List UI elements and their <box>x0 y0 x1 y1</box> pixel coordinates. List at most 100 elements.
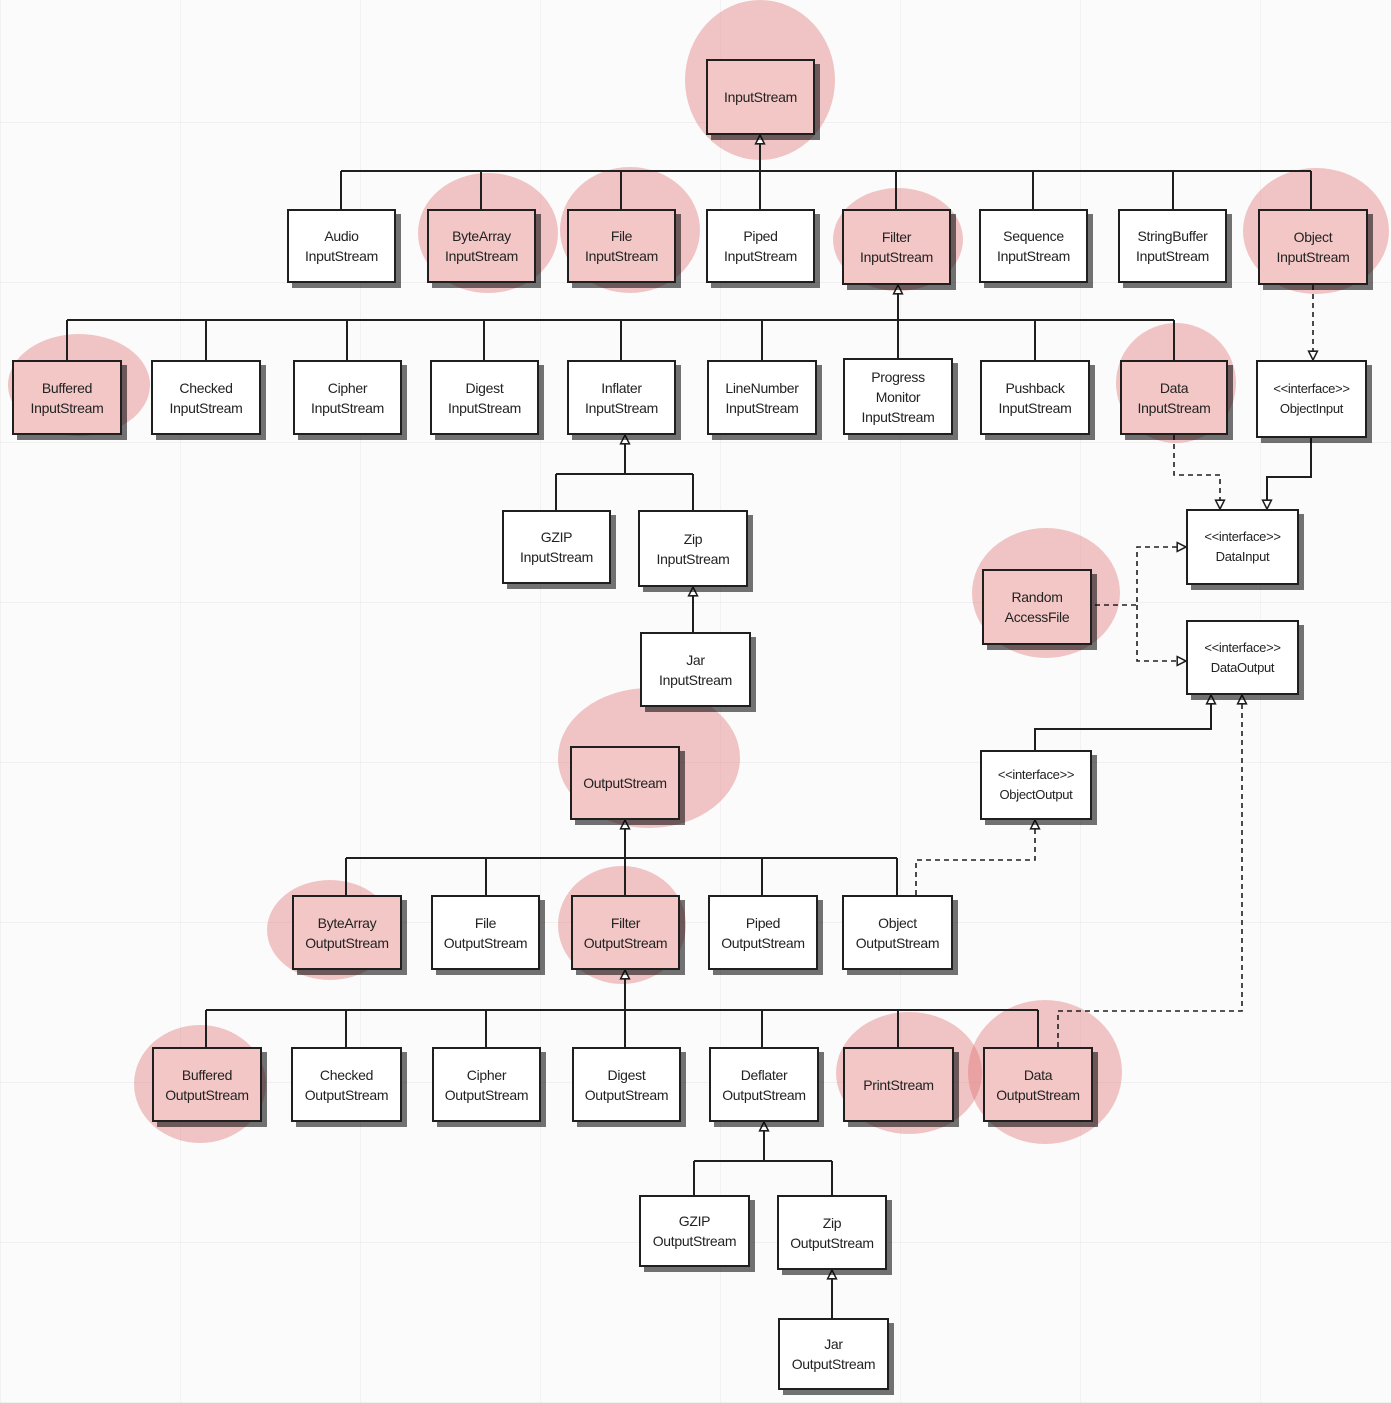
node-label-line: Data <box>1159 379 1189 396</box>
implements-line <box>1095 547 1186 606</box>
node-label-line: OutputStream <box>583 775 667 791</box>
node-data-input-interface[interactable]: <<interface>>DataInput <box>1186 509 1299 585</box>
node-label-line: Checked <box>319 1066 374 1083</box>
node-label-line: Filter <box>610 914 641 931</box>
node-label-line: OutputStream <box>583 934 668 951</box>
node-label-line: StringBuffer <box>1137 228 1208 244</box>
node-label-line: ObjectInput <box>1279 401 1344 416</box>
implements-line <box>915 820 1035 895</box>
node-label-line: Jar <box>824 1336 843 1352</box>
node-input-stream[interactable]: InputStream <box>706 59 815 135</box>
node-label-line: Pushback <box>1005 379 1065 396</box>
extends-line <box>1034 695 1211 750</box>
node-label-line: InputStream <box>311 399 384 416</box>
node-label-line: PrintStream <box>863 1076 934 1093</box>
node-output-stream[interactable]: OutputStream <box>570 746 680 820</box>
node-label-line: File <box>474 914 497 931</box>
implements-line <box>1136 605 1186 661</box>
node-label-line: Monitor <box>875 388 921 405</box>
node-label-line: OutputStream <box>443 934 528 951</box>
node-label-line: <<interface>> <box>1273 381 1350 396</box>
implements-line <box>1173 435 1220 509</box>
node-label-line: Audio <box>324 228 359 244</box>
node-label-line: OutputStream <box>652 1233 737 1249</box>
node-label-line: Zip <box>822 1214 842 1231</box>
extends-line <box>1267 438 1312 509</box>
node-label-line: Buffered <box>181 1066 233 1083</box>
node-label-line: <<interface>> <box>1204 529 1281 544</box>
node-label-line: InputStream <box>861 408 935 425</box>
node-label-line: Inflater <box>601 379 642 396</box>
node-label-line: InputStream <box>169 399 243 416</box>
node-gzip-output-stream[interactable]: GZIP OutputStream <box>639 1195 750 1267</box>
node-label-line: Progress <box>871 368 925 385</box>
node-object-input-interface[interactable]: <<interface>> ObjectInput <box>1256 360 1367 438</box>
node-label-line: InputStream <box>585 399 658 416</box>
node-label-line: InputStream <box>724 89 797 105</box>
node-label-line: LineNumber <box>725 379 799 396</box>
node-label-line: GZIP <box>540 529 573 545</box>
node-label-line: ByteArray <box>317 914 377 931</box>
node-print-stream[interactable]: PrintStream <box>843 1047 954 1122</box>
node-label-line: Digest <box>607 1066 646 1083</box>
node-label-line: Object <box>1293 229 1333 245</box>
node-label-line: InputStream <box>725 399 799 416</box>
node-label-line: OutputStream <box>791 1356 876 1372</box>
node-label-line: OutputStream <box>722 1086 806 1103</box>
node-object-output-interface[interactable]: <<interface>>ObjectOutput <box>980 750 1092 820</box>
node-label-line: Cipher <box>327 379 368 396</box>
node-data-output-interface[interactable]: <<interface>>DataOutput <box>1186 620 1299 695</box>
node-label-line: InputStream <box>448 399 521 416</box>
node-label-line: InputStream <box>860 249 933 265</box>
node-label-line: Piped <box>745 914 781 931</box>
node-label-line: Deflater <box>740 1066 788 1083</box>
node-label-line: InputStream <box>30 399 104 416</box>
node-label-line: Filter <box>881 229 912 245</box>
node-label-line: InputStream <box>997 248 1070 264</box>
node-label-line: OutputStream <box>790 1234 874 1251</box>
node-label-line: Piped <box>743 228 778 244</box>
node-label-line: File <box>610 228 633 244</box>
node-label-line: ObjectOutput <box>999 787 1073 802</box>
node-label-line: GZIP <box>678 1213 711 1229</box>
node-label-line: AccessFile <box>1004 609 1070 625</box>
node-label-line: InputStream <box>585 248 658 264</box>
node-label-line: OutputStream <box>304 1086 389 1103</box>
node-label-line: OutputStream <box>584 1086 669 1103</box>
node-label-line: Buffered <box>41 379 93 396</box>
